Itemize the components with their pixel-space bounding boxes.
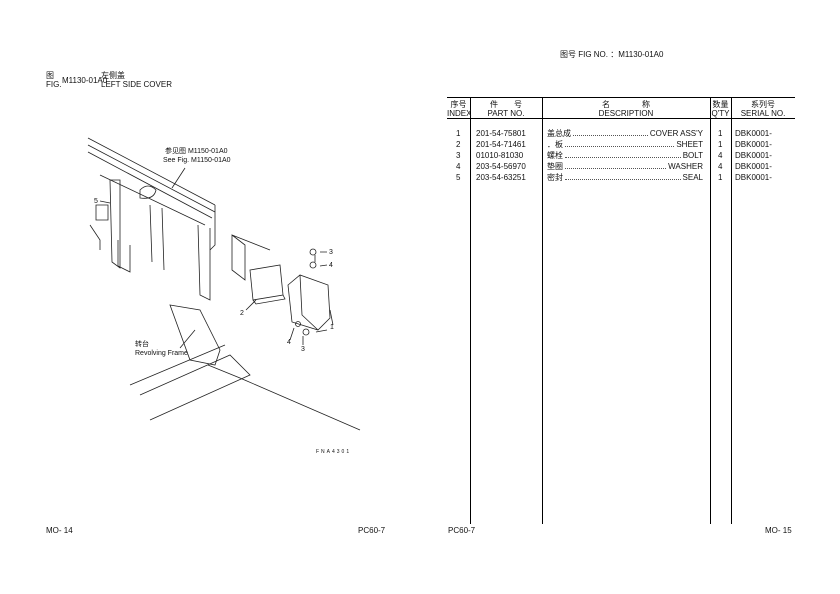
row-desc-en: SEAL <box>682 173 703 182</box>
label-4b: 4 <box>287 339 291 346</box>
reference-callout-cn: 参见图 M1150-01A0 <box>165 148 228 155</box>
header-desc: DESCRIPTION <box>598 109 654 118</box>
row-serial: DBK0001- <box>735 162 772 171</box>
header-serial-cn: 系列号 <box>751 100 775 109</box>
table-row: 5 203-54-63251 密封 SEAL 1 DBK0001- <box>447 172 795 183</box>
row-qty: 1 <box>718 173 723 182</box>
fig-label-en: FIG. <box>46 80 62 89</box>
footer-model-left: PC60-7 <box>358 526 386 535</box>
header-part: PART NO. <box>487 109 525 118</box>
row-desc-cn: ．板 <box>547 140 563 149</box>
fig-label-cn: 图 <box>46 71 54 80</box>
row-desc-cn: 盖总成 <box>547 129 571 138</box>
table-row: 3 01010-81030 螺栓 BOLT 4 DBK0001- <box>447 150 795 161</box>
label-2: 2 <box>240 310 244 317</box>
row-desc-en: SHEET <box>676 140 703 149</box>
footer-page-right: MO- 15 <box>765 526 792 535</box>
table-row: 2 201-54-71461 ．板 SHEET 1 DBK0001- <box>447 139 795 150</box>
label-4: 4 <box>329 262 333 269</box>
row-index: 4 <box>456 162 461 171</box>
row-qty: 4 <box>718 162 723 171</box>
row-index: 5 <box>456 173 461 182</box>
row-serial: DBK0001- <box>735 151 772 160</box>
table-row: 4 203-54-56970 垫圈 WASHER 4 DBK0001- <box>447 161 795 172</box>
header-qty: Q'TY <box>711 109 730 118</box>
header-qty-cn: 数量 <box>712 100 729 109</box>
drawing-code: FNA4301 <box>316 449 352 455</box>
label-1: 1 <box>330 324 334 331</box>
footer-model-right: PC60-7 <box>448 526 476 535</box>
row-index: 1 <box>456 129 461 138</box>
row-part-no: 203-54-63251 <box>476 173 526 182</box>
reference-callout-en: See Fig. M1150-01A0 <box>163 157 231 164</box>
header-part-cn: 件 号 <box>490 100 522 109</box>
revolving-frame-en: Revolving Frame <box>135 350 188 357</box>
header-index-cn: 序号 <box>450 100 467 109</box>
row-desc-en: WASHER <box>668 162 703 171</box>
row-index: 3 <box>456 151 461 160</box>
header-desc-cn: 名 称 <box>602 100 650 109</box>
row-qty: 4 <box>718 151 723 160</box>
fig-number-header: 图号 FIG NO. ：M1130-01A0 <box>560 50 664 59</box>
row-serial: DBK0001- <box>735 140 772 149</box>
revolving-frame-cn: 转台 <box>135 341 149 348</box>
row-desc-cn: 垫圈 <box>547 162 563 171</box>
row-desc-cn: 螺栓 <box>547 151 563 160</box>
row-part-no: 201-54-71461 <box>476 140 526 149</box>
fig-number: M1130-01A0 <box>62 76 108 85</box>
row-desc-en: COVER ASS'Y <box>649 129 703 138</box>
table-row: 1 201-54-75801 盖总成 COVER ASS'Y 1 DBK0001- <box>447 128 795 139</box>
header-index: INDEX <box>447 109 472 118</box>
row-desc-cn: 密封 <box>547 173 563 182</box>
row-desc-en: BOLT <box>682 151 703 160</box>
label-5: 5 <box>94 198 98 205</box>
row-serial: DBK0001- <box>735 129 772 138</box>
label-3: 3 <box>329 249 333 256</box>
row-serial: DBK0001- <box>735 173 772 182</box>
row-part-no: 01010-81030 <box>476 151 524 160</box>
label-3b: 3 <box>301 346 305 353</box>
row-qty: 1 <box>718 140 723 149</box>
footer-page-left: MO- 14 <box>46 526 73 535</box>
row-part-no: 201-54-75801 <box>476 129 526 138</box>
exploded-view-illustration <box>87 137 361 431</box>
fig-title-cn: 左侧盖 <box>101 71 125 80</box>
header-serial: SERIAL NO. <box>740 109 786 118</box>
fig-title-en: LEFT SIDE COVER <box>101 80 172 89</box>
row-part-no: 203-54-56970 <box>476 162 526 171</box>
row-index: 2 <box>456 140 461 149</box>
row-qty: 1 <box>718 129 723 138</box>
